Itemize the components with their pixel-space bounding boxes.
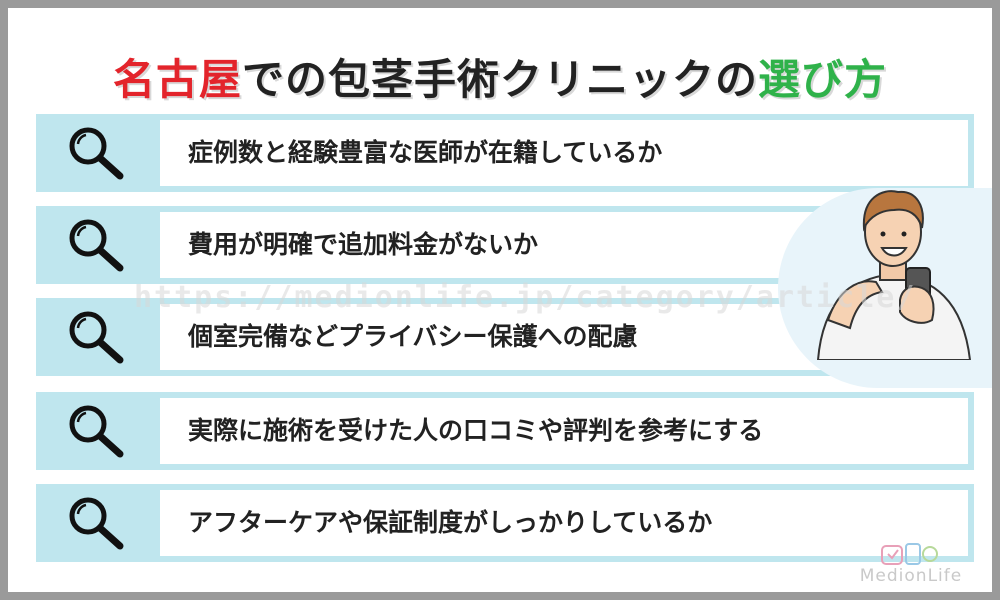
title-red-part: 名古屋	[112, 55, 242, 104]
infographic-canvas: 名古屋での包茎手術クリニックの選び方 症例数と経験豊富な医師が在籍しているか 費…	[8, 8, 992, 592]
item-panel: アフターケアや保証制度がしっかりしているか	[160, 490, 968, 556]
logo-mark-icon	[881, 543, 938, 565]
list-item: アフターケアや保証制度がしっかりしているか	[36, 484, 974, 562]
magnifier-icon	[36, 298, 160, 376]
title-green-part: 選び方	[758, 55, 888, 104]
item-text: 実際に施術を受けた人の口コミや評判を参考にする	[188, 416, 764, 445]
magnifier-icon	[36, 392, 160, 470]
magnifier-icon	[36, 484, 160, 562]
magnifier-icon	[36, 206, 160, 284]
medionlife-logo: MedionLife	[846, 540, 976, 590]
item-text: 費用が明確で追加料金がないか	[188, 230, 539, 259]
person-with-phone-illustration	[816, 190, 972, 360]
item-text: 個室完備などプライバシー保護への配慮	[188, 322, 638, 351]
item-text: アフターケアや保証制度がしっかりしているか	[188, 508, 713, 537]
logo-text: MedionLife	[859, 566, 963, 586]
item-panel: 実際に施術を受けた人の口コミや評判を参考にする	[160, 398, 968, 464]
list-item: 症例数と経験豊富な医師が在籍しているか	[36, 114, 974, 192]
magnifier-icon	[36, 114, 160, 192]
list-item: 実際に施術を受けた人の口コミや評判を参考にする	[36, 392, 974, 470]
title-dark-part: での包茎手術クリニックの	[241, 55, 758, 104]
item-text: 症例数と経験豊富な医師が在籍しているか	[188, 138, 663, 167]
item-panel: 症例数と経験豊富な医師が在籍しているか	[160, 120, 968, 186]
page-title: 名古屋での包茎手術クリニックの選び方	[8, 46, 992, 107]
